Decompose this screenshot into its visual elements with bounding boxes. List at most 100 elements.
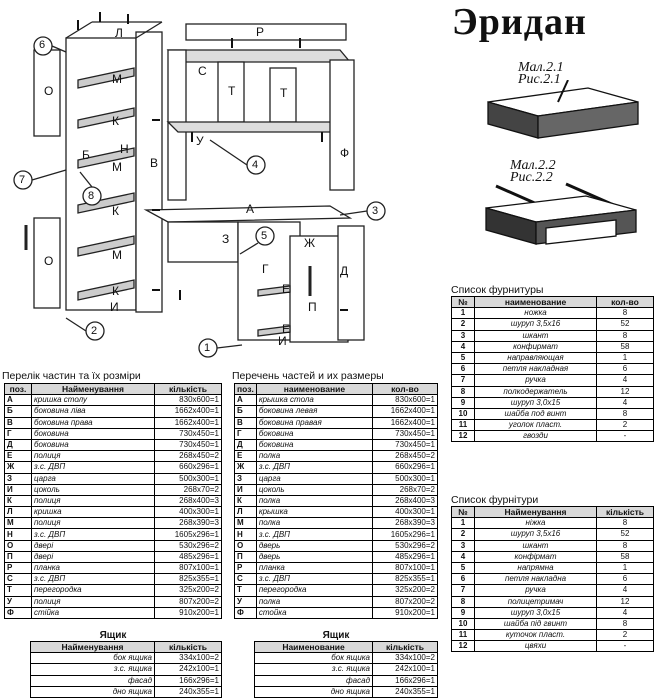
table-cell: полиця bbox=[31, 517, 155, 530]
table-cell: Е bbox=[234, 450, 257, 463]
table-cell: В bbox=[4, 416, 32, 429]
table-cell: 58 bbox=[596, 550, 654, 563]
table-cell: 2 bbox=[451, 528, 475, 541]
table-cell: 268х70=2 bbox=[372, 483, 438, 496]
table-cell: боковина bbox=[255, 427, 374, 440]
caption-line: Рис.2.2 bbox=[510, 170, 553, 185]
caption-line: Мал.2.2 bbox=[510, 158, 556, 173]
table-cell: полкодержатель bbox=[474, 385, 597, 398]
table-cell: крышка bbox=[255, 506, 374, 519]
table-cell: С bbox=[234, 573, 257, 586]
table-cell: С bbox=[4, 573, 32, 586]
table-cell: куточок пласт. bbox=[474, 629, 597, 642]
table-cell: конфирмат bbox=[474, 340, 597, 353]
table-cell: 1 bbox=[596, 351, 654, 365]
table-cell: 807х200=2 bbox=[372, 595, 438, 608]
table-cell: 7 bbox=[451, 374, 475, 387]
table-cell: Д bbox=[234, 438, 257, 452]
table-cell: перегородка bbox=[31, 584, 155, 597]
table-cell: 58 bbox=[596, 340, 654, 353]
table-cell: уголок пласт. bbox=[474, 419, 597, 432]
table-cell: перегородка bbox=[255, 584, 374, 597]
table-cell: царга bbox=[31, 472, 155, 485]
diagram-label: 4 bbox=[252, 159, 259, 171]
table-cell: 12 bbox=[451, 640, 475, 653]
col-header: поз. bbox=[4, 382, 32, 396]
table-cell: А bbox=[4, 394, 32, 407]
table-cell: 830х600=1 bbox=[154, 394, 222, 407]
diagram-label: А bbox=[246, 202, 255, 216]
hardware-ru-title: Список фурнитуры bbox=[451, 284, 544, 296]
table-cell: 3 bbox=[451, 539, 475, 552]
table-cell: дверь bbox=[255, 539, 374, 552]
table-cell: П bbox=[234, 550, 257, 564]
table-cell: двері bbox=[31, 539, 155, 552]
diagram-label: К bbox=[112, 114, 119, 128]
table-cell: А bbox=[234, 394, 257, 407]
drawer-illustration-1 bbox=[487, 80, 639, 139]
table-cell: 500х300=1 bbox=[372, 472, 438, 485]
table-cell: З bbox=[234, 472, 257, 485]
drawer-caption-1: Мал.2.1 Рис.2.1 bbox=[518, 61, 564, 87]
table-cell: 910х200=1 bbox=[154, 606, 222, 619]
table-cell: К bbox=[4, 494, 32, 508]
table-cell: Л bbox=[4, 506, 32, 519]
table-cell: цоколь bbox=[255, 483, 374, 496]
table-cell: 8 bbox=[451, 595, 475, 608]
table-cell: 500х300=1 bbox=[154, 472, 222, 485]
table-cell: Е bbox=[4, 450, 32, 463]
table-cell: стойка bbox=[255, 606, 374, 619]
table-cell: шуруп 3,0х15 bbox=[474, 606, 597, 619]
table-cell: боковина левая bbox=[255, 405, 374, 418]
assembly-diagram bbox=[13, 12, 386, 358]
table-cell: з.с. ящика bbox=[30, 663, 155, 676]
table-cell: 10 bbox=[451, 407, 475, 421]
table-cell: 268х390=3 bbox=[372, 517, 438, 530]
table-cell: Т bbox=[234, 584, 257, 597]
table-cell: 830х600=1 bbox=[372, 394, 438, 407]
parts-ua-title: Перелік частин та їх розміри bbox=[2, 370, 141, 382]
diagram-label: Л bbox=[115, 26, 123, 40]
drawer-ua-title: Ящик bbox=[99, 630, 127, 641]
diagram-label: 6 bbox=[39, 39, 46, 51]
table-cell: 10 bbox=[451, 617, 475, 631]
table-cell: ніжка bbox=[474, 517, 597, 530]
table-cell: конфірмат bbox=[474, 550, 597, 563]
table-cell: Ф bbox=[4, 606, 32, 619]
diagram-labels: 6 Л О М К Б Н М В 7 8 К О М К И 2 Р С Т … bbox=[0, 0, 450, 362]
table-cell: 242х100=1 bbox=[154, 663, 222, 676]
diagram-label: П bbox=[308, 300, 317, 314]
col-header: Найменування bbox=[31, 382, 155, 396]
table-cell: 6 bbox=[596, 363, 654, 376]
table-cell: Ф bbox=[234, 606, 257, 619]
table-cell: шуруп 3,0х15 bbox=[474, 396, 597, 409]
table-cell: 530х296=2 bbox=[154, 539, 222, 552]
table-cell: боковина права bbox=[31, 416, 155, 429]
table-cell: двері bbox=[31, 550, 155, 564]
